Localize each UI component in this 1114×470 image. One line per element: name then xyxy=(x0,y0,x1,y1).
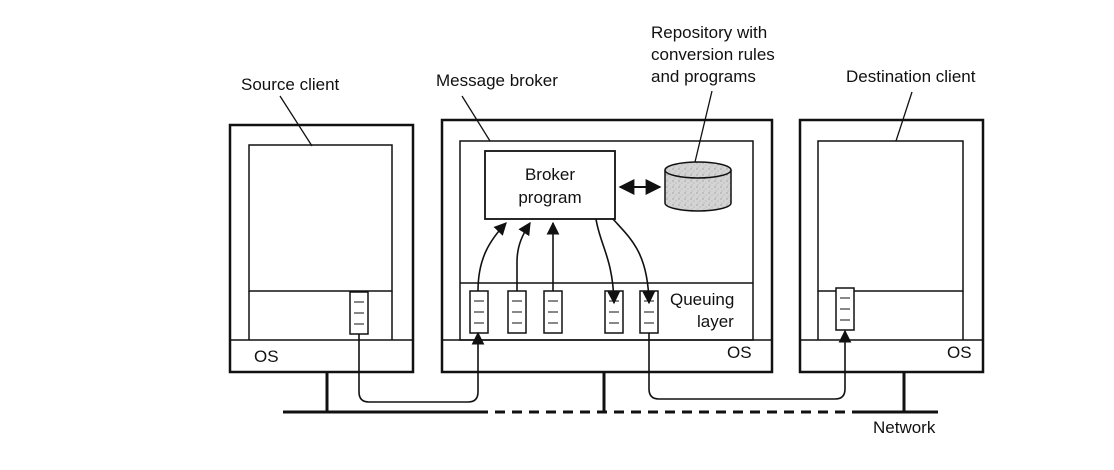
queuing-layer-label-2: layer xyxy=(697,312,734,331)
broker-in-queue-1-icon xyxy=(469,290,489,334)
destination-client-leader xyxy=(895,91,913,142)
arrow-program-to-outqueue2 xyxy=(612,218,656,305)
arrow-inqueue2-to-program xyxy=(516,221,531,291)
arrow-inqueue1-to-program xyxy=(477,222,507,292)
message-broker-leader xyxy=(461,95,491,142)
repository-database-icon xyxy=(664,161,732,212)
broker-os-label: OS xyxy=(727,343,752,362)
message-broker-label: Message broker xyxy=(436,71,558,90)
source-client-machine: OS xyxy=(228,123,415,374)
arrow-program-to-outqueue1 xyxy=(595,218,621,305)
arrow-source-to-broker xyxy=(358,331,485,403)
arrow-broker-to-destination xyxy=(648,329,852,400)
queuing-layer-label-1: Queuing xyxy=(670,290,734,309)
network xyxy=(283,372,938,414)
destination-os-label: OS xyxy=(947,343,972,362)
broker-in-queue-3-icon xyxy=(543,290,563,334)
source-queue-icon xyxy=(349,291,369,335)
callout-leaders xyxy=(279,90,913,163)
message-broker-machine: OS Broker program Queuing layer xyxy=(440,118,774,374)
broker-program-label-1: Broker xyxy=(525,165,575,184)
destination-client-machine: OS xyxy=(798,118,985,374)
broker-in-queue-2-icon xyxy=(507,290,527,334)
flow-arrows xyxy=(358,218,852,403)
source-client-screen xyxy=(248,144,393,292)
destination-queue-icon xyxy=(835,287,855,331)
broker-program-label-2: program xyxy=(518,188,581,207)
repository-leader xyxy=(694,90,713,163)
broker-program-box xyxy=(484,150,616,220)
repository-label-2: conversion rules xyxy=(651,45,775,64)
source-client-leader xyxy=(279,95,313,147)
repository-label-1: Repository with xyxy=(651,23,767,42)
repository-label-3: and programs xyxy=(651,67,756,86)
destination-client-screen xyxy=(817,140,964,292)
source-client-label: Source client xyxy=(241,75,340,94)
destination-client-label: Destination client xyxy=(846,67,976,86)
source-os-label: OS xyxy=(254,347,279,366)
network-label: Network xyxy=(873,418,936,437)
